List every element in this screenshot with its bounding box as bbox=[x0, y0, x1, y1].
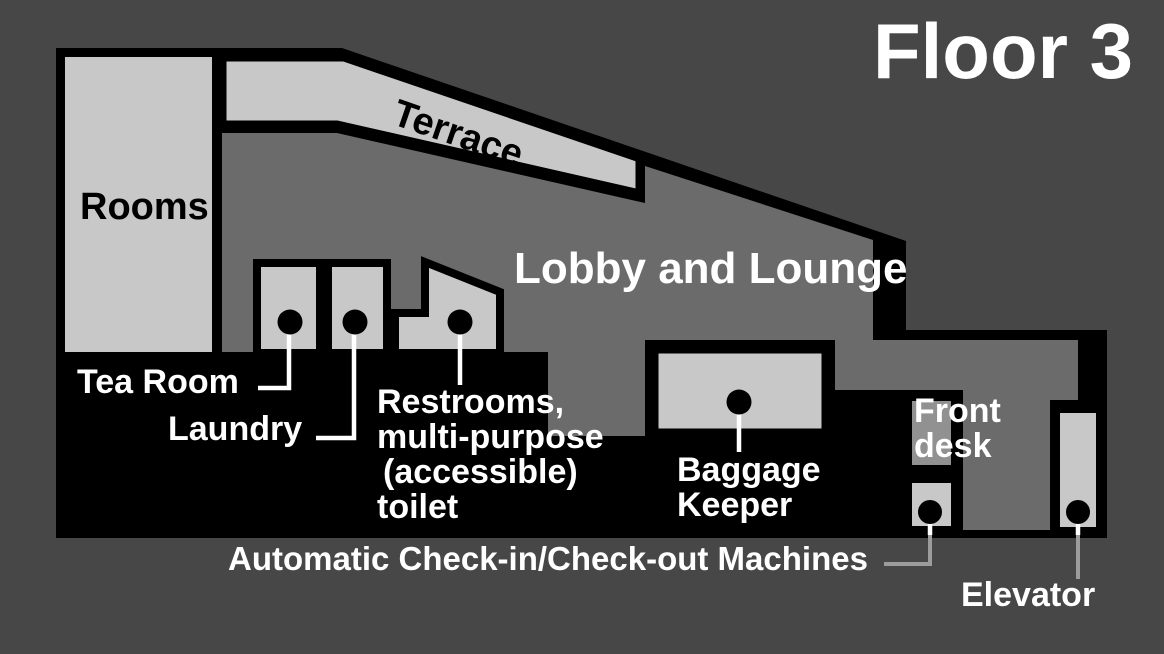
restrooms-label: Restrooms, multi-purpose (accessible) to… bbox=[377, 383, 604, 527]
lobby-area bbox=[222, 133, 1078, 530]
tea-room-leader-line bbox=[258, 324, 292, 391]
laundry-label: Laundry bbox=[168, 410, 303, 448]
front-desk-shape bbox=[904, 393, 959, 473]
restrooms-label-line4: toilet bbox=[377, 488, 459, 527]
checkin-marker-dot bbox=[918, 500, 942, 524]
lobby-label: Lobby and Lounge bbox=[514, 244, 908, 293]
rooms-label: Rooms bbox=[80, 186, 209, 228]
restrooms-marker-dot bbox=[447, 309, 473, 335]
laundry-leader-line bbox=[316, 324, 357, 441]
laundry-shape bbox=[324, 259, 391, 357]
terrace-area bbox=[217, 52, 645, 200]
baggage-keeper-label-line2: Keeper bbox=[677, 486, 793, 525]
checkin-machines-label: Automatic Check-in/Check-out Machines bbox=[228, 540, 868, 577]
restrooms-label-line3: (accessible) bbox=[383, 453, 578, 492]
front-desk-label-line2: desk bbox=[914, 427, 992, 466]
tea-room-label: Tea Room bbox=[77, 363, 239, 401]
checkin-leader-line-outer bbox=[884, 535, 932, 566]
elevator-marker-dot bbox=[1066, 500, 1090, 524]
floor-title: Floor 3 bbox=[872, 7, 1133, 95]
laundry-marker-dot bbox=[342, 309, 368, 335]
restrooms-shape bbox=[391, 256, 504, 357]
restrooms-label-line2: multi-purpose bbox=[377, 418, 604, 457]
baggage-keeper-label-line1: Baggage bbox=[677, 451, 821, 489]
rooms-area bbox=[65, 57, 212, 352]
elevator-label: Elevator bbox=[961, 576, 1096, 614]
front-desk-label: Front desk bbox=[914, 392, 1001, 466]
restrooms-label-line1: Restrooms, bbox=[377, 383, 565, 421]
tea-room-marker-dot bbox=[277, 309, 303, 335]
baggage-keeper-label: Baggage Keeper bbox=[677, 451, 821, 525]
baggage-keeper-marker-dot bbox=[726, 389, 752, 415]
front-desk-label-line1: Front bbox=[914, 392, 1001, 430]
